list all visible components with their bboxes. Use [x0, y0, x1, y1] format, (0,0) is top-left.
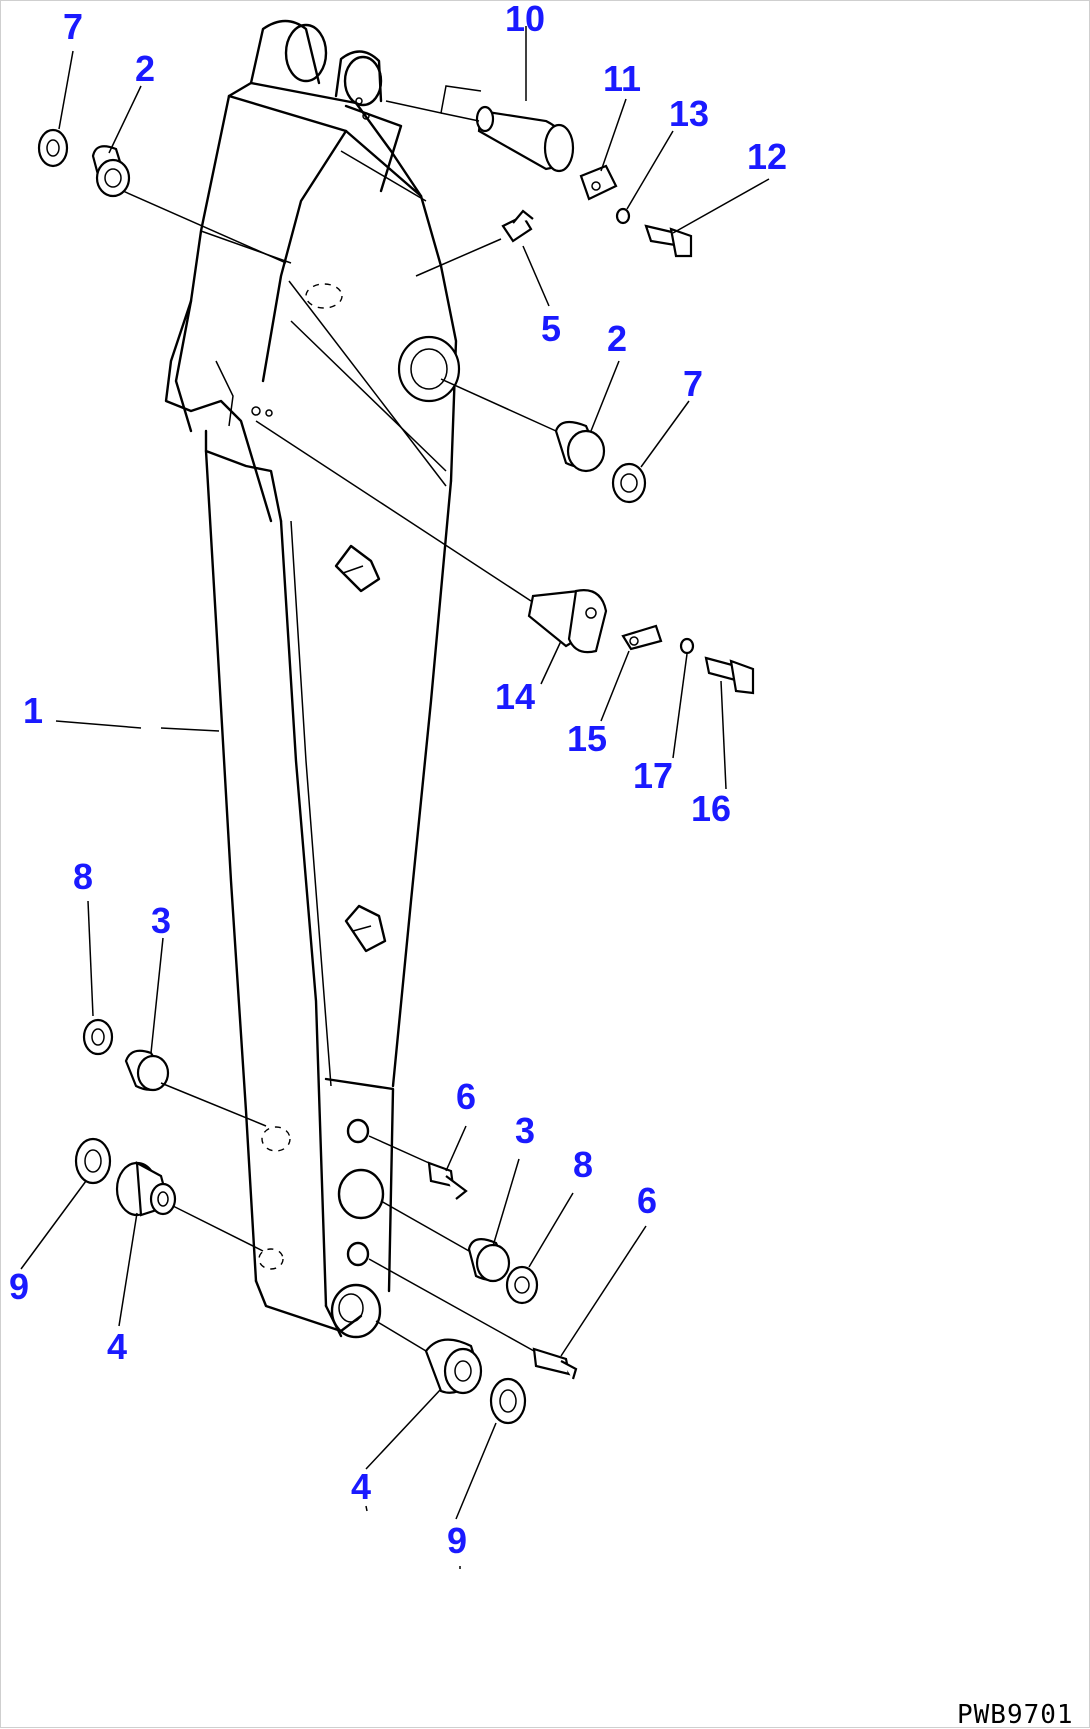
assembly-lines	[122, 85, 557, 1352]
callout-15: 15	[567, 718, 607, 759]
callout-16: 16	[691, 788, 731, 829]
bushing-part-4-right	[424, 1338, 483, 1395]
bushing-part-3-left	[124, 1049, 170, 1092]
shim-part-7-upper	[37, 128, 69, 168]
callout-9-left: 9	[9, 1266, 29, 1307]
grease-fitting-part-5	[501, 209, 534, 243]
callout-17: 17	[633, 755, 673, 796]
pin-part-10	[475, 105, 575, 173]
drawing-code: PWB9701	[957, 1700, 1074, 1729]
shim-part-8-right	[505, 1265, 539, 1305]
plate-part-15	[621, 624, 663, 651]
callout-2-upper: 2	[135, 48, 155, 89]
bushing-part-2-upper	[91, 145, 131, 198]
callout-9-right: 9	[447, 1520, 467, 1561]
callout-4-right: 4	[351, 1466, 371, 1507]
callout-7-upper: 7	[63, 6, 83, 47]
callout-3-right: 3	[515, 1110, 535, 1151]
callout-6-upper: 6	[456, 1076, 476, 1117]
callout-5: 5	[541, 308, 561, 349]
callout-10: 10	[505, 1, 545, 39]
callout-11: 11	[603, 58, 641, 99]
callout-12: 12	[747, 136, 787, 177]
callout-8-left: 8	[73, 856, 93, 897]
callout-4-left: 4	[107, 1326, 127, 1367]
washer-part-17	[679, 637, 695, 655]
callout-7-right: 7	[683, 363, 703, 404]
shim-part-7-right	[611, 462, 647, 504]
callout-2-right: 2	[607, 318, 627, 359]
plate-part-11	[579, 164, 618, 201]
washer-part-13	[615, 207, 631, 225]
arm-body	[164, 19, 461, 1339]
callout-8-right: 8	[573, 1144, 593, 1185]
bolt-part-12	[644, 224, 693, 258]
callout-14: 14	[495, 676, 535, 717]
callout-6-lower: 6	[637, 1180, 657, 1221]
leader-lines	[20, 26, 770, 1569]
grease-fitting-part-6-lower	[532, 1347, 578, 1380]
bushing-part-4-left	[115, 1161, 177, 1217]
shim-part-8-left	[82, 1018, 114, 1056]
shim-part-9-right	[489, 1377, 527, 1425]
callout-1: 1	[23, 690, 43, 731]
shim-part-9-left	[74, 1137, 112, 1185]
callout-labels: 7 2 10 11 13 12 5 2 7 1 14 15 17 16 8 3 …	[9, 1, 787, 1561]
bolt-part-16	[704, 656, 755, 695]
pin-part-14	[527, 589, 608, 654]
grease-fitting-part-6-upper	[427, 1161, 468, 1200]
callout-3-left: 3	[151, 900, 171, 941]
bushing-part-2-right	[554, 420, 606, 473]
bushing-part-3-right	[467, 1238, 511, 1283]
callout-13: 13	[669, 93, 709, 134]
